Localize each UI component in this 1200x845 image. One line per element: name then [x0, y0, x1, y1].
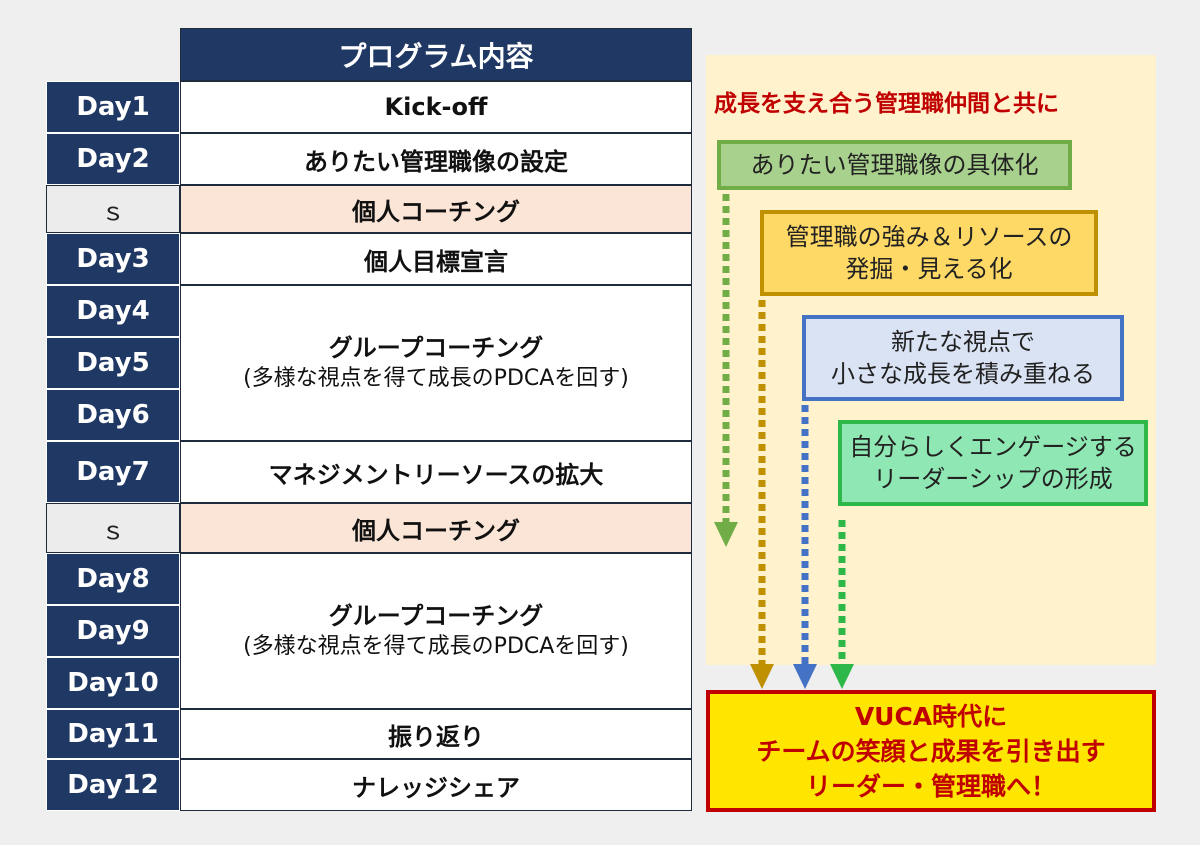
day-cell: Day6 — [46, 389, 180, 441]
goal-text: リーダー・管理職へ！ — [805, 771, 1056, 801]
content-cell: マネジメントリーソースの拡大 — [180, 441, 692, 503]
step-text: 小さな成長を積み重ねる — [831, 360, 1095, 388]
step-text: ありたい管理職像の具体化 — [750, 150, 1039, 179]
day-cell: Day3 — [46, 233, 180, 285]
day-cell: Day2 — [46, 133, 180, 185]
right-heading: 成長を支え合う管理職仲間と共に — [714, 91, 1059, 117]
group-coaching-title: グループコーチング — [328, 601, 544, 630]
step-box-perspective: 新たな視点で 小さな成長を積み重ねる — [802, 315, 1124, 401]
step-box-strengths: 管理職の強み＆リソースの 発掘・見える化 — [760, 210, 1098, 296]
arrowhead-perspective — [793, 664, 817, 689]
step-box-leadership: 自分らしくエンゲージする リーダーシップの形成 — [838, 420, 1148, 506]
step-text: リーダーシップの形成 — [873, 465, 1113, 493]
day-cell: Day10 — [46, 657, 180, 709]
step-text: 自分らしくエンゲージする — [849, 432, 1137, 461]
group-coaching-cell: グループコーチング (多様な視点を得て成長のPDCAを回す) — [180, 553, 692, 709]
step-text: 管理職の強み＆リソースの — [785, 222, 1073, 251]
day-cell: Day8 — [46, 553, 180, 605]
day-cell: Day7 — [46, 441, 180, 503]
program-header: プログラム内容 — [180, 28, 692, 81]
continuation-mark: ｓ — [46, 185, 180, 233]
content-cell: 振り返り — [180, 709, 692, 759]
content-cell: ナレッジシェア — [180, 759, 692, 811]
group-coaching-subtitle: (多様な視点を得て成長のPDCAを回す) — [243, 366, 629, 392]
step-text: 発掘・見える化 — [845, 255, 1013, 283]
content-cell: ありたい管理職像の設定 — [180, 133, 692, 185]
goal-text: VUCA時代に — [854, 701, 1008, 731]
day-cell: Day4 — [46, 285, 180, 337]
group-coaching-title: グループコーチング — [328, 333, 544, 362]
goal-text: チームの笑顔と成果を引き出す — [756, 736, 1106, 766]
goal-box: VUCA時代に チームの笑顔と成果を引き出す リーダー・管理職へ！ — [706, 690, 1156, 812]
day-cell: Day1 — [46, 81, 180, 133]
content-cell-coaching: 個人コーチング — [180, 185, 692, 233]
group-coaching-subtitle: (多様な視点を得て成長のPDCAを回す) — [243, 634, 629, 660]
arrowhead-leadership — [830, 664, 854, 689]
day-cell: Day9 — [46, 605, 180, 657]
arrowhead-vision — [714, 522, 738, 547]
arrowhead-strengths — [750, 664, 774, 689]
continuation-mark: ｓ — [46, 503, 180, 553]
group-coaching-cell: グループコーチング (多様な視点を得て成長のPDCAを回す) — [180, 285, 692, 441]
step-box-vision: ありたい管理職像の具体化 — [717, 140, 1072, 190]
content-cell: Kick-off — [180, 81, 692, 133]
day-cell: Day11 — [46, 709, 180, 759]
step-text: 新たな視点で — [891, 327, 1035, 356]
day-cell: Day12 — [46, 759, 180, 811]
content-cell-coaching: 個人コーチング — [180, 503, 692, 553]
day-cell: Day5 — [46, 337, 180, 389]
content-cell: 個人目標宣言 — [180, 233, 692, 285]
